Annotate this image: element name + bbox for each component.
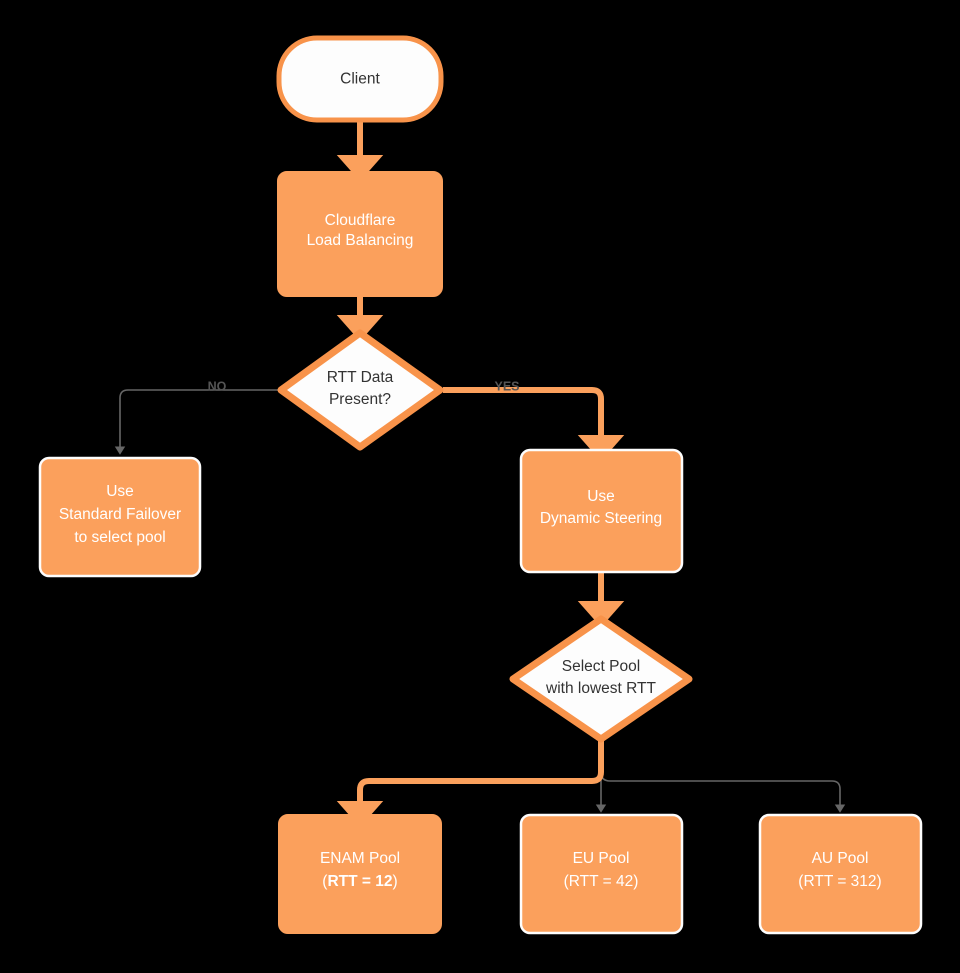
node-au-pool-label: AU Pool	[812, 850, 869, 867]
node-standard-failover-line2: Standard Failover	[59, 506, 181, 523]
node-standard-failover-line3: to select pool	[74, 529, 165, 546]
node-enam-pool-shape	[278, 814, 442, 934]
node-eu-pool-label: EU Pool	[573, 850, 630, 867]
node-client[interactable]: Client	[276, 35, 444, 123]
node-load-balancing-line2: Load Balancing	[307, 232, 414, 249]
node-standard-failover-line1: Use	[106, 483, 134, 500]
node-select-pool-shape	[509, 615, 693, 743]
node-rtt-decision-line1: RTT Data	[327, 369, 394, 386]
edge-label-no: NO	[208, 379, 227, 393]
edge-select-to-au	[600, 740, 846, 813]
edge-decision-to-failover	[114, 389, 281, 455]
node-select-pool-line1: Select Pool	[562, 658, 640, 675]
node-load-balancing[interactable]: Cloudflare Load Balancing	[277, 171, 443, 297]
node-client-shape	[276, 35, 444, 123]
node-dynamic-steering-line1: Use	[587, 488, 615, 505]
node-au-pool[interactable]: AU Pool (RTT = 312)	[758, 813, 923, 935]
enam-rtt-value: RTT = 12	[327, 873, 392, 890]
node-enam-pool-rtt: (RTT = 12)	[322, 873, 397, 890]
node-rtt-decision-line2: Present?	[329, 391, 391, 408]
node-load-balancing-line1: Cloudflare	[325, 212, 396, 229]
node-rtt-decision-shape	[277, 329, 444, 451]
node-enam-pool[interactable]: ENAM Pool (RTT = 12)	[278, 814, 442, 934]
edge-select-to-enam	[336, 740, 604, 828]
node-load-balancing-shape	[277, 171, 443, 297]
node-standard-failover[interactable]: Use Standard Failover to select pool	[38, 456, 202, 578]
node-dynamic-steering-shape	[519, 448, 684, 574]
node-au-pool-rtt: (RTT = 312)	[798, 873, 881, 890]
edge-label-yes: YES	[494, 379, 519, 393]
node-select-pool[interactable]: Select Pool with lowest RTT	[509, 615, 693, 743]
node-eu-pool[interactable]: EU Pool (RTT = 42)	[519, 813, 684, 935]
node-eu-pool-shape	[519, 813, 684, 935]
node-enam-pool-label: ENAM Pool	[320, 850, 400, 867]
node-select-pool-line2: with lowest RTT	[545, 680, 656, 697]
node-standard-failover-shape	[38, 456, 202, 578]
node-rtt-decision[interactable]: RTT Data Present?	[277, 329, 444, 451]
node-au-pool-shape	[758, 813, 923, 935]
enam-paren-close: )	[393, 873, 398, 890]
enam-paren-open: (	[322, 873, 328, 890]
node-dynamic-steering-line2: Dynamic Steering	[540, 510, 662, 527]
node-eu-pool-rtt: (RTT = 42)	[564, 873, 639, 890]
node-client-label: Client	[340, 71, 380, 88]
edge-decision-to-dynamic	[443, 387, 625, 462]
node-dynamic-steering[interactable]: Use Dynamic Steering	[519, 448, 684, 574]
